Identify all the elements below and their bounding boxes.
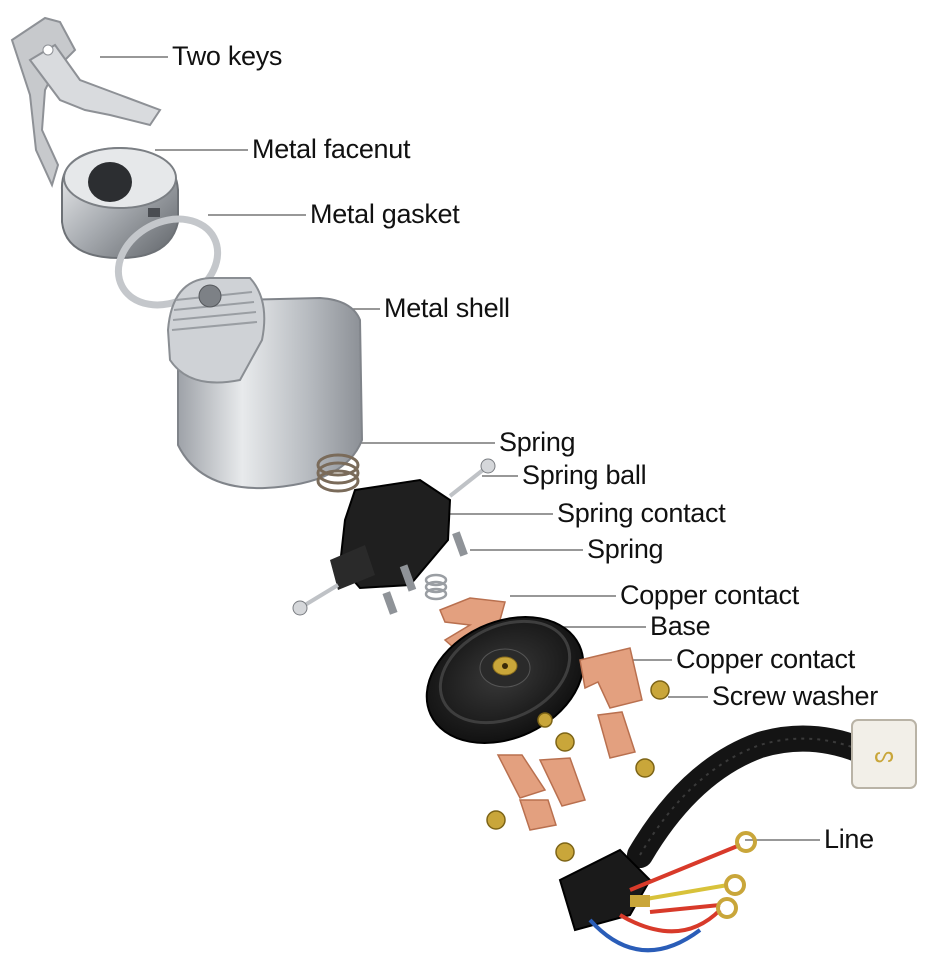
label-copper-contact-1: Copper contact — [620, 580, 799, 610]
label-metal-shell: Metal shell — [384, 293, 510, 323]
svg-text:ᔕ: ᔕ — [874, 742, 894, 767]
label-base: Base — [650, 611, 711, 641]
spring-contact-illustration — [292, 458, 496, 616]
base-illustration — [425, 616, 585, 744]
screws-illustration — [486, 680, 670, 862]
spring-pin-illustration — [452, 531, 468, 557]
pin-illustration — [399, 564, 417, 592]
facenut-illustration — [60, 146, 179, 260]
label-spring-1: Spring — [499, 427, 576, 457]
label-spring-2: Spring — [587, 534, 664, 564]
keys-illustration — [10, 16, 162, 188]
label-copper-contact-2: Copper contact — [676, 644, 855, 674]
copper-contacts-illustration — [496, 647, 643, 831]
label-spring-ball: Spring ball — [522, 460, 647, 490]
label-metal-gasket: Metal gasket — [310, 199, 460, 229]
small-spring-illustration — [424, 573, 448, 601]
shell-illustration — [166, 277, 364, 490]
label-spring-contact: Spring contact — [557, 498, 726, 528]
spring-top-illustration — [316, 453, 360, 493]
label-metal-facenut: Metal facenut — [252, 134, 411, 164]
label-line: Line — [824, 824, 874, 854]
label-screw-washer: Screw washer — [712, 681, 878, 711]
label-two-keys: Two keys — [172, 41, 283, 71]
pin-illustration-2 — [382, 591, 398, 615]
line-harness-illustration: ᔕ — [558, 719, 917, 953]
